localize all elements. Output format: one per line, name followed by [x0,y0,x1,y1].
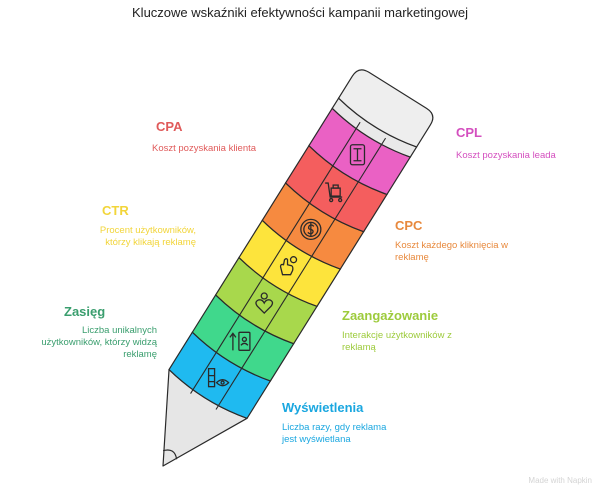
pencil-band-divider [213,318,238,357]
label-cpc: CPC [395,218,423,233]
desc-line: reklamę [395,252,429,263]
label-zasieg: Zasięg [64,304,106,319]
pencil-band-divider [238,334,264,373]
label-wyswietlenia: Wyświetlenia [282,400,364,415]
pencil-band-divider [355,148,380,186]
shopping-cart-icon [325,182,343,203]
pencil-lead-line [162,449,178,460]
pencil-band-divider [190,355,215,394]
label-cpa: CPA [156,119,183,134]
desc-cpa: Koszt pozyskania klienta [152,143,257,154]
pencil-band-divider [215,371,240,410]
pencil-band-divider [332,185,357,224]
pencil-ferrule-divider [378,137,387,149]
pencil-band-divider [329,132,355,171]
document-icon [349,144,366,166]
pencil-band-divider [308,222,334,261]
pencil-band-divider [283,206,308,245]
pencil-band-divider [262,297,287,336]
desc-line: Liczba unikalnych [82,325,157,336]
label-cpl: CPL [456,125,482,140]
pencil-band-divider [236,281,261,320]
desc-line: reklamę [123,349,157,360]
desc-line: Koszt każdego kliknięcia w [395,240,508,251]
desc-line: użytkowników, którzy widzą [41,337,157,348]
person-heart-icon [255,292,274,314]
desc-ctr: Procent użytkowników,którzy klikają rekl… [100,225,196,249]
label-ctr: CTR [102,203,129,218]
desc-line: jest wyświetlana [282,434,351,445]
pencil-eraser [337,69,434,148]
desc-line: Interakcje użytkowników z [342,330,452,341]
desc-cpl: Koszt pozyskania leada [456,150,556,161]
pencil-band-divider [285,259,310,298]
eye-view-icon [207,368,230,388]
pencil-ferrule-divider [353,121,361,133]
click-hand-icon [279,256,298,276]
label-zaangazowanie: Zaangażowanie [342,308,439,323]
desc-line: Liczba razy, gdy reklama [282,422,387,433]
desc-line: reklamą [342,342,376,353]
pencil-band-divider [260,244,285,282]
dollar-coin-icon [300,218,322,241]
diagram-title: Kluczowe wskaźniki efektywności kampanii… [132,5,468,20]
desc-line: którzy klikają reklamę [105,237,196,248]
desc-line: Procent użytkowników, [99,225,196,236]
pencil-band-divider [306,169,331,208]
reach-user-icon [229,331,251,351]
watermark: Made with Napkin [528,476,592,485]
